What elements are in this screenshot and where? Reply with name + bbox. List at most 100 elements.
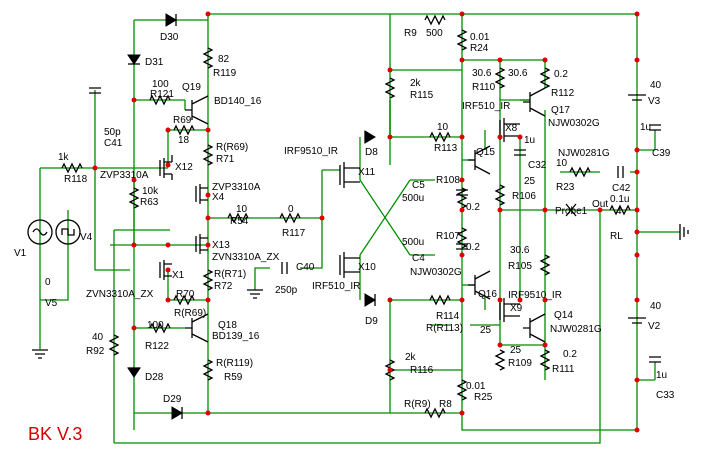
label-d31: D31 [145,57,164,68]
label-q15: Q15 [476,147,495,158]
label-c32: C32 [528,160,547,171]
label-c40: C40 [296,262,315,273]
label-r69: R69 [173,115,192,126]
label-r107: R107 [436,231,460,242]
label-v3: V3 [648,96,661,107]
label-v2-value: 40 [650,301,662,312]
label-x4: X4 [212,192,225,203]
label-d8: D8 [365,147,378,158]
label-r25-value: 0.01 [466,381,486,392]
label-r63-value: 10k [142,186,159,197]
label-c42-value: 0.1u [610,194,629,205]
label-r114-value: R(R113) [426,323,463,334]
label-r122-value: 100 [147,320,164,331]
label-d29: D29 [163,394,182,405]
transistors [159,87,546,343]
label-r116-value: 2k [405,352,417,363]
label-v5-value: 0 [45,277,51,288]
junction-nodes [92,11,640,433]
label-r111-value: 0.2 [563,349,577,360]
diode-d31 [127,54,141,65]
label-r110-value: 30.6 [472,68,492,79]
label-r92: R92 [86,346,105,357]
label-r59: R59 [224,372,243,383]
label-r69-value: 18 [178,135,190,146]
label-r110-b: 30.6 [508,68,528,79]
label-r117-value: 0 [288,204,294,215]
label-c5-value: 500u [402,193,424,204]
label-q17-type: NJW0302G [548,118,600,129]
label-v1: V1 [14,248,27,259]
design-title: BK V.3 [28,424,82,444]
label-x9-type: IRF9510_IR [508,290,562,301]
label-r63: R63 [140,197,159,208]
label-x9: X9 [510,303,523,314]
label-x13: X13 [212,240,230,251]
label-v5: V5 [45,298,58,309]
label-r109-top: 25 [480,325,492,336]
label-c4-value: 500u [402,237,424,248]
label-x12: X12 [175,162,193,173]
label-c39: C39 [652,148,671,159]
label-c33: C33 [656,390,675,401]
label-r9-value: 500 [426,28,443,39]
label-q14-type: NJW0281G [550,324,602,335]
diode-d8 [364,130,376,144]
label-q17: Q17 [551,105,570,116]
label-x12-type: ZVP3310A [100,170,149,181]
label-njw0281g-top: NJW0281G [558,148,610,159]
label-r112: R112 [551,88,575,99]
label-r71: R71 [216,154,235,165]
label-r72-value: R(R71) [214,269,246,280]
label-c4: C4 [412,253,425,264]
label-r117: R117 [282,228,306,239]
label-r110: R110 [472,82,496,93]
label-r106: R106 [512,191,536,202]
label-r109: R109 [508,358,532,369]
label-r23: R23 [556,182,575,193]
label-r113: R113 [434,143,458,154]
label-c33-value: 1u [656,370,667,381]
label-r108-value: 0.2 [466,202,480,213]
label-rl: RL [610,231,623,242]
label-d28: D28 [145,372,164,383]
label-r111: R111 [552,364,575,375]
label-r24-value: 0.01 [470,32,490,43]
label-r121-value: 100 [152,79,169,90]
label-q14: Q14 [554,310,573,321]
label-v3-value: 40 [650,80,662,91]
label-r115: R115 [410,90,434,101]
label-d30: D30 [160,32,179,43]
label-r109-value: 25 [510,345,522,356]
label-r54: R54 [230,216,249,227]
capacitors [89,87,661,363]
label-r113-value: 10 [437,122,449,133]
label-r115-value: 2k [410,78,422,89]
label-r71-value: R(R69) [216,142,248,153]
label-r118: R118 [64,174,88,185]
label-out: Out [592,199,608,210]
diode-d28 [127,367,141,378]
label-r119-value: 82 [218,54,230,65]
label-r107-value: 0.2 [466,242,480,253]
label-r70: R70 [176,289,195,300]
label-c40-value: 250p [275,285,298,296]
label-x8: X8 [505,123,518,134]
label-x8-type: IRF510_IR [462,101,510,112]
label-r23-value: 10 [556,158,568,169]
sources [27,94,689,359]
diode-d9 [364,293,376,307]
label-r108: R108 [436,175,460,186]
label-c42: C42 [612,183,631,194]
label-c39-value: 1u [640,122,651,133]
label-x10-type: IRF510_IR [312,281,360,292]
label-c32-value: 1u [524,135,535,146]
label-r121: R121 [150,89,174,100]
label-probe1: Probe1 [555,206,588,217]
label-rl-value: 4 [616,206,622,217]
label-r70-value: R(R69) [174,308,206,319]
label-x1: X1 [172,270,185,281]
label-c41: C41 [104,138,123,149]
label-r116: R116 [410,365,434,376]
